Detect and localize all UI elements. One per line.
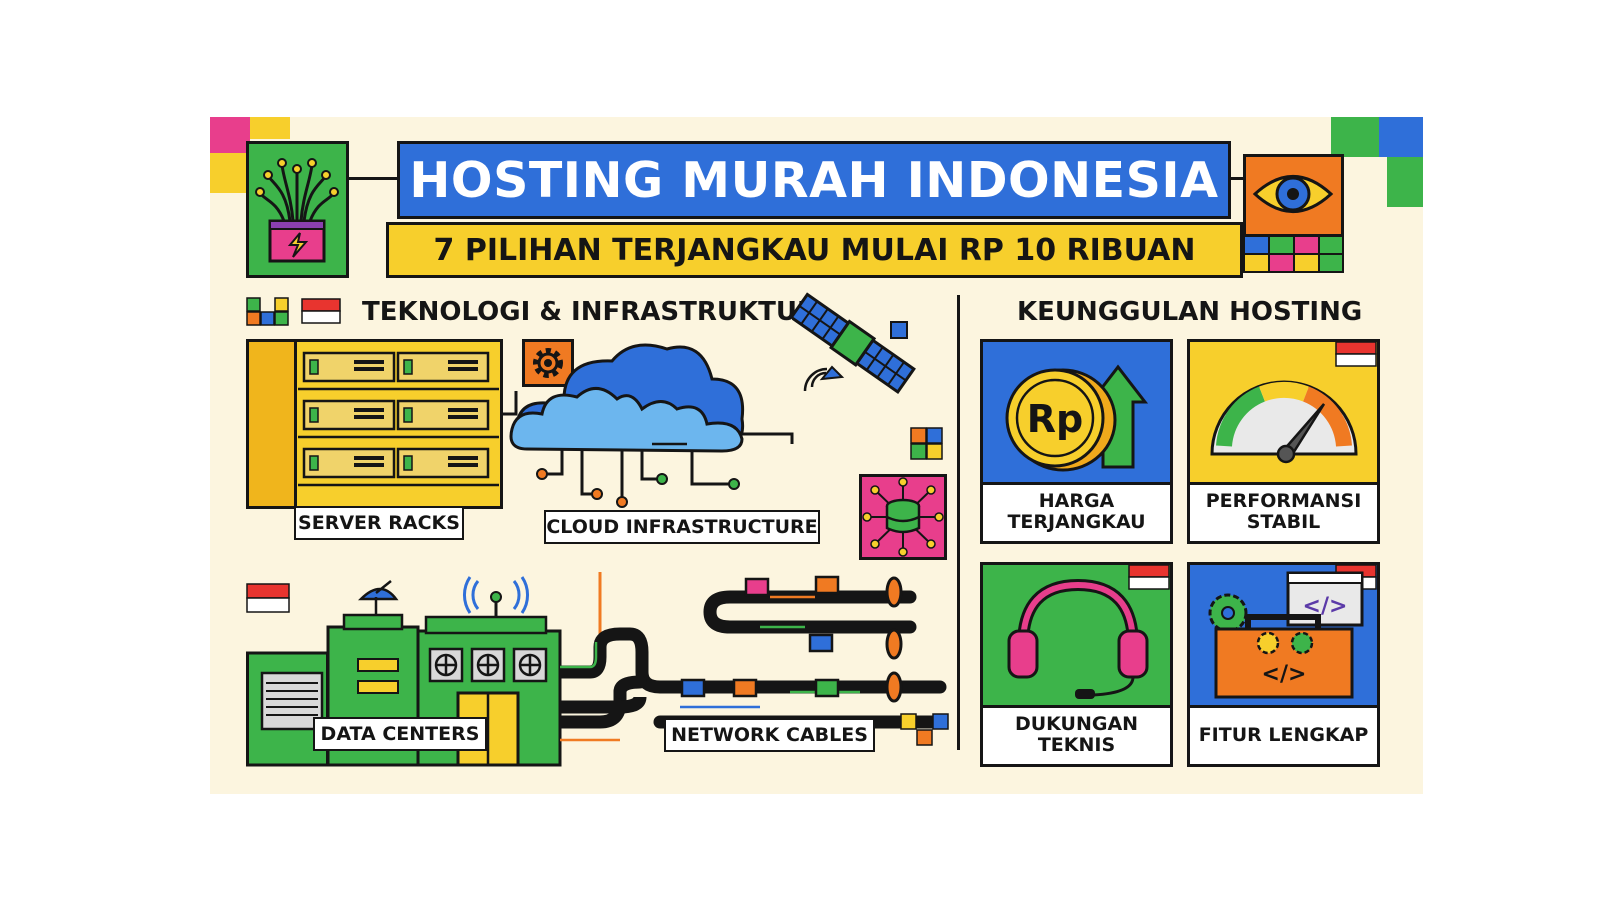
svg-text:</>: </> [1262, 662, 1307, 687]
gear-icon [522, 339, 574, 391]
section-divider [957, 295, 960, 750]
advantages-heading: KEUNGGULAN HOSTING [1017, 297, 1363, 327]
card-performansi-stabil: PERFORMANSI STABIL [1187, 339, 1380, 544]
indonesia-flag-icon [246, 583, 290, 617]
card-title-line2: TERJANGKAU [1007, 511, 1146, 533]
card-title-line1: FITUR LENGKAP [1198, 723, 1369, 746]
mini-grid-icon [246, 297, 342, 331]
headset-icon [983, 565, 1170, 708]
cloud-icon [502, 339, 832, 513]
card-title-line1: HARGA [1038, 490, 1115, 512]
card-title-line1: PERFORMANSI [1205, 490, 1362, 512]
server-rack-icon [246, 339, 504, 513]
card-dukungan-teknis: DUKUNGAN TEKNIS [980, 562, 1173, 767]
svg-text:Rp: Rp [1027, 397, 1083, 441]
card-harga-terjangkau: Rp HARGA TERJANGKAU [980, 339, 1173, 544]
card-title-line1: DUKUNGAN [1014, 713, 1139, 735]
cloud-infrastructure-label: CLOUD INFRASTRUCTURE [544, 510, 820, 544]
database-network-icon [859, 474, 947, 564]
toolbox-code-icon: </> </> [1190, 565, 1377, 708]
data-centers-label: DATA CENTERS [313, 717, 487, 751]
card-title-line2: STABIL [1246, 511, 1321, 533]
speedometer-icon [1190, 342, 1377, 485]
satellite-icon [789, 289, 932, 413]
page-subtitle: 7 PILIHAN TERJANGKAU MULAI RP 10 RIBUAN [386, 222, 1243, 278]
card-fitur-lengkap: </> </> FITUR LENGKAP [1187, 562, 1380, 767]
page-title: HOSTING MURAH INDONESIA [397, 141, 1231, 219]
infographic-poster: HOSTING MURAH INDONESIA 7 PILIHAN TERJAN… [210, 117, 1423, 794]
eye-icon [1243, 154, 1344, 274]
power-splitter-icon [246, 141, 349, 278]
tech-heading: TEKNOLOGI & INFRASTRUKTUR [362, 297, 817, 327]
rupiah-coin-icon: Rp [983, 342, 1170, 485]
card-title-line2: TEKNIS [1037, 734, 1116, 756]
network-cables-label: NETWORK CABLES [664, 718, 875, 752]
server-racks-label: SERVER RACKS [294, 506, 464, 540]
